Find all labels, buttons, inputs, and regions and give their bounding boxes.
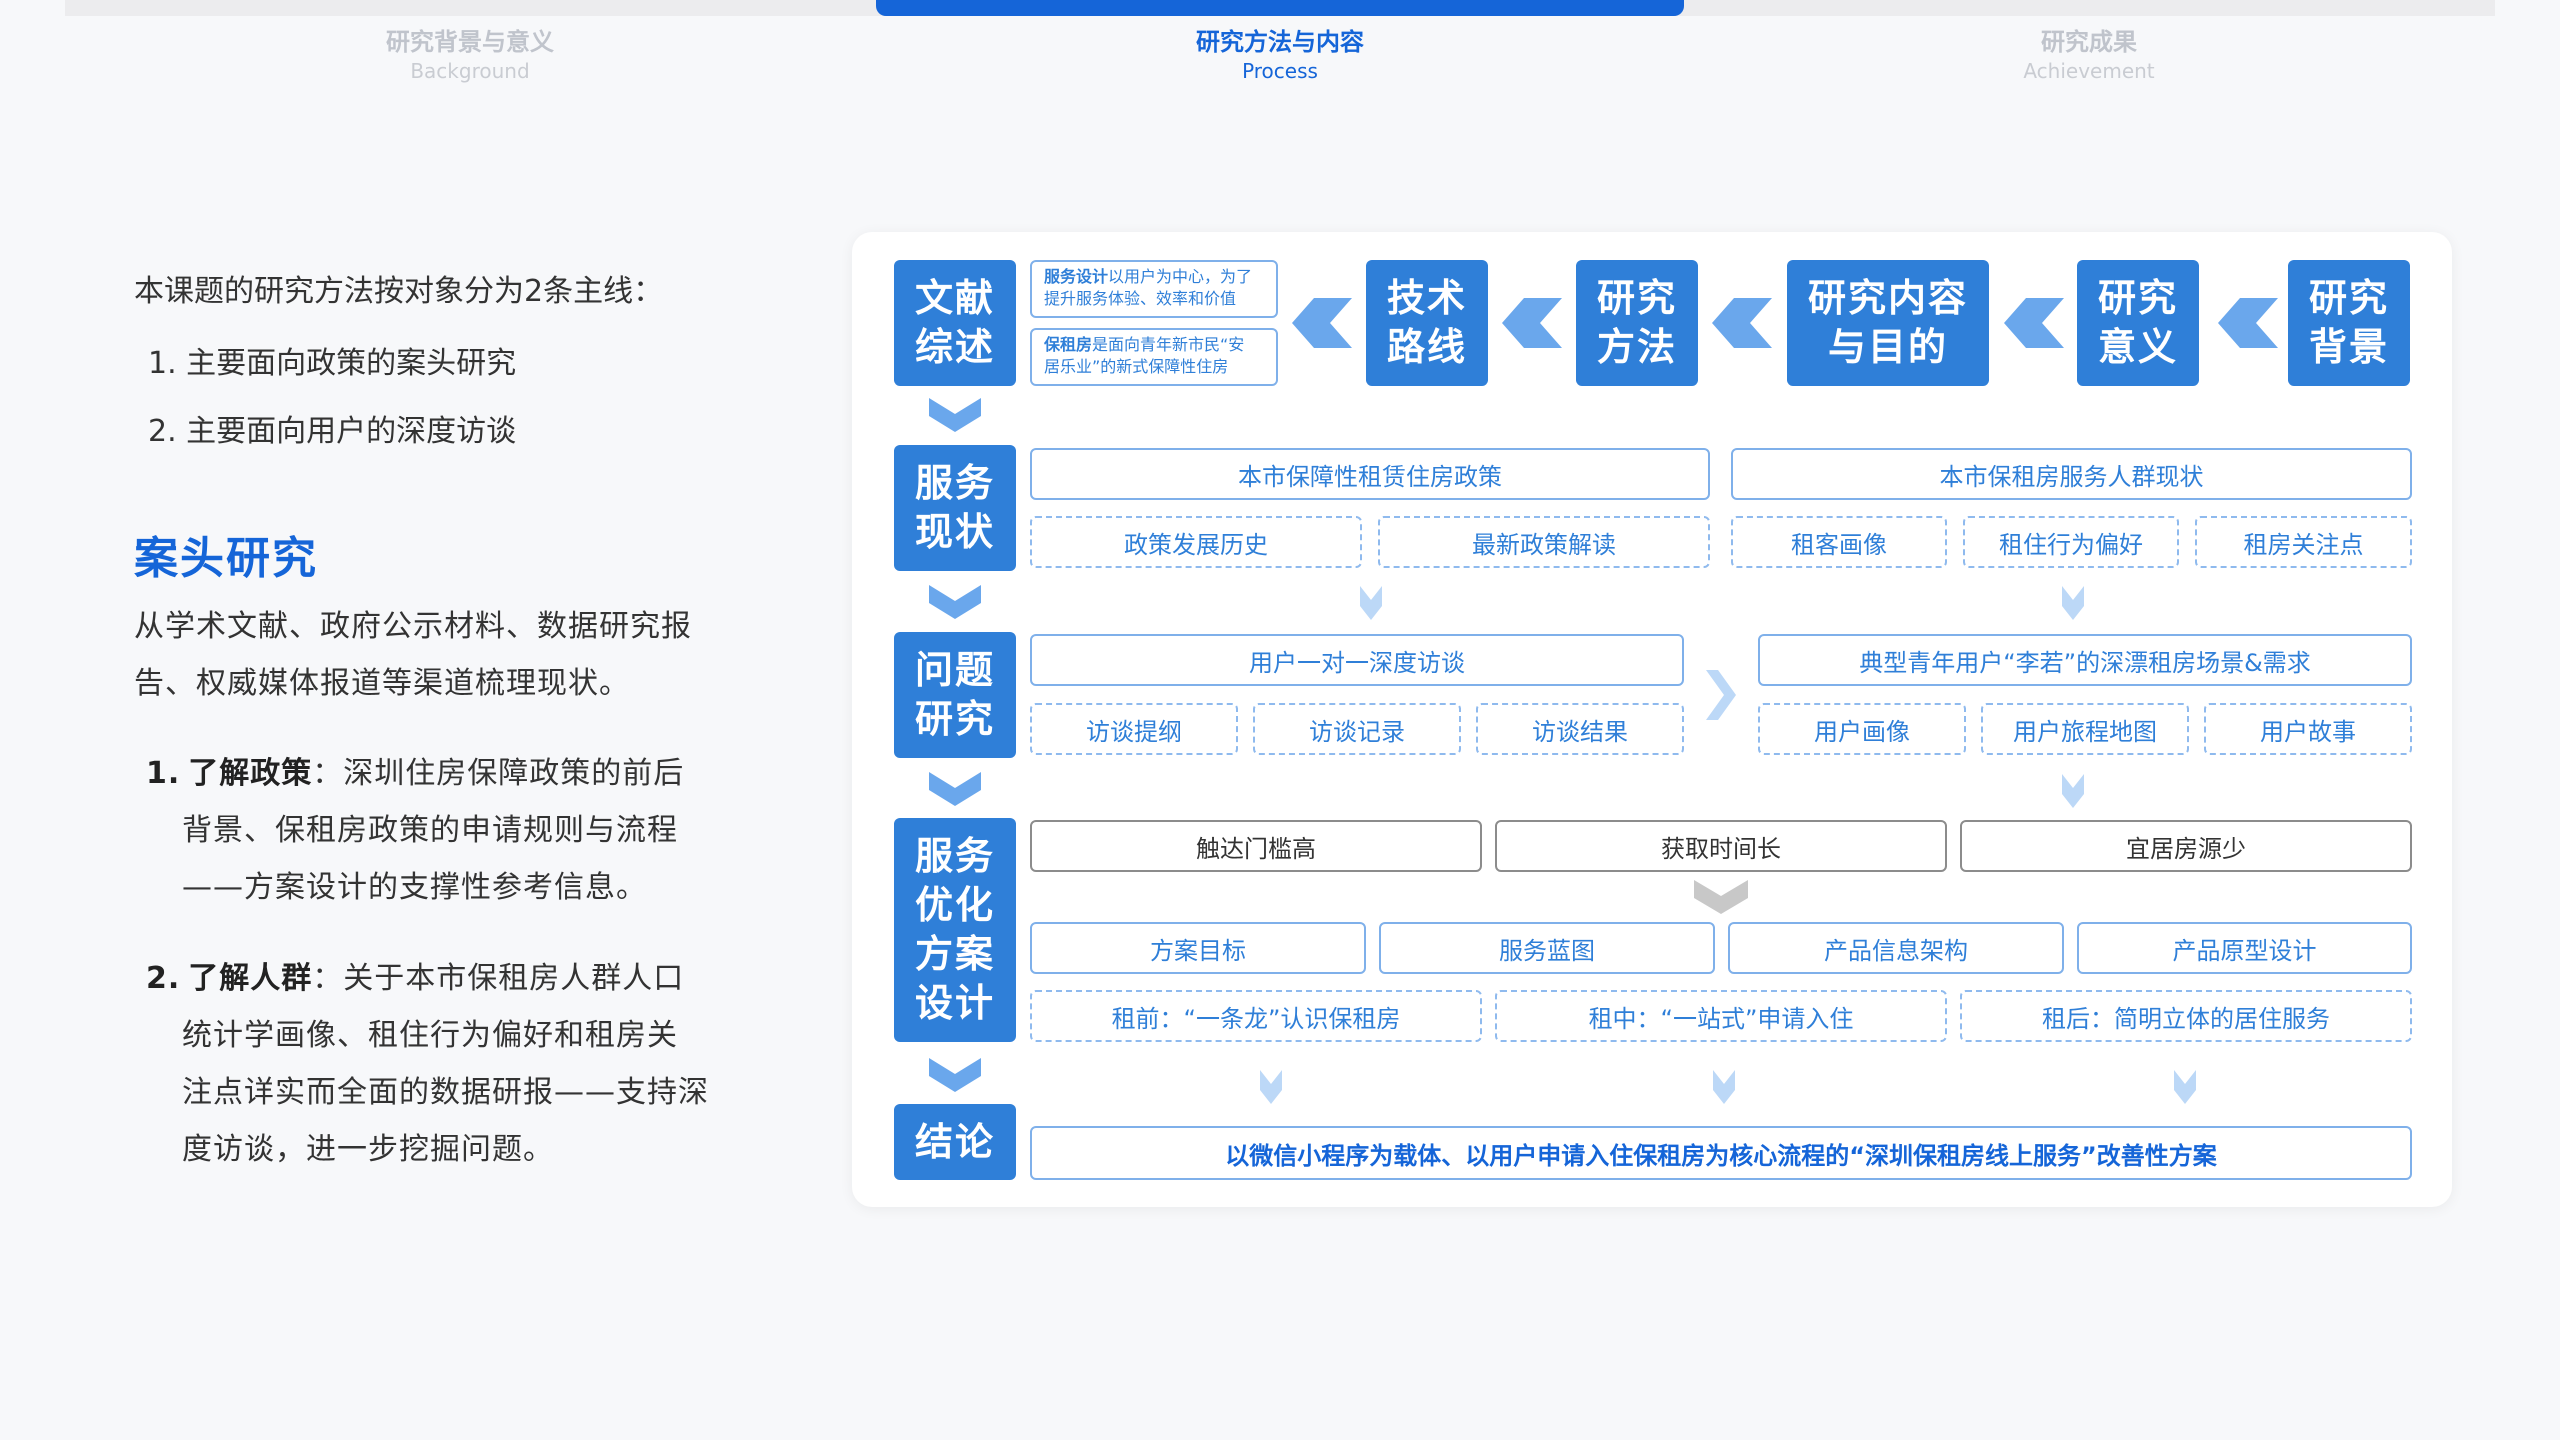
phase-box: 租后：简明立体的居住服务 <box>1960 990 2412 1042</box>
item-separator: ： <box>312 756 344 791</box>
item-label: 了解人群 <box>188 961 313 996</box>
tab-title: 研究方法与内容 <box>1196 28 1364 56</box>
item-label: 了解政策 <box>188 756 313 791</box>
item-separator: ： <box>312 961 344 996</box>
chevron-left-icon <box>1502 298 1562 348</box>
tab-title: 研究成果 <box>2041 28 2137 56</box>
arrow-down-icon <box>2062 774 2084 808</box>
interview-box: 用户一对一深度访谈 <box>1030 634 1684 686</box>
phase-box: 租前：“一条龙”认识保租房 <box>1030 990 1482 1042</box>
stage-conclusion: 结论 <box>894 1104 1016 1180</box>
item-line: 关于本市保租房人群人口 <box>343 961 685 996</box>
tab-subtitle: Achievement <box>2023 59 2155 83</box>
problem-box: 触达门槛高 <box>1030 820 1482 872</box>
chevron-left-icon <box>1712 298 1772 348</box>
chevron-left-icon <box>1292 298 1352 348</box>
stage-literature-review: 文献综述 <box>894 260 1016 386</box>
chevron-left-icon <box>2004 298 2064 348</box>
chevron-right-icon <box>1706 670 1736 720</box>
tab-background[interactable]: 研究背景与意义 Background <box>310 26 630 84</box>
tab-process[interactable]: 研究方法与内容 Process <box>1120 26 1440 84</box>
output-box: 服务蓝图 <box>1379 922 1715 974</box>
output-box: 方案目标 <box>1030 922 1366 974</box>
section-title: 案头研究 <box>134 533 318 584</box>
tab-subtitle: Background <box>410 59 530 83</box>
chevron-down-icon <box>929 585 981 619</box>
interview-sub-box: 访谈记录 <box>1253 703 1461 755</box>
policy-sub-box: 最新政策解读 <box>1378 516 1710 568</box>
tab-title: 研究背景与意义 <box>386 28 554 56</box>
item-number: 2. <box>146 961 181 996</box>
tab-subtitle: Process <box>1242 59 1318 83</box>
desc-line: 告、权威媒体报道等渠道梳理现状。 <box>134 666 630 701</box>
stage-service-status: 服务现状 <box>894 445 1016 571</box>
chevron-left-icon <box>2218 298 2278 348</box>
item-line: 统计学画像、租住行为偏好和租房关 <box>182 1018 678 1053</box>
problem-box: 宜居房源少 <box>1960 820 2412 872</box>
scenario-sub-box: 用户故事 <box>2204 703 2412 755</box>
arrow-down-icon <box>2174 1070 2196 1104</box>
note-service-design: 服务设计以用户为中心，为了 提升服务体验、效率和价值 <box>1030 260 1278 318</box>
intro-text: 本课题的研究方法按对象分为2条主线： <box>134 274 664 309</box>
scenario-sub-box: 用户旅程地图 <box>1981 703 2189 755</box>
people-sub-box: 租房关注点 <box>2195 516 2412 568</box>
status-policy-box: 本市保障性租赁住房政策 <box>1030 448 1710 500</box>
arrow-down-icon <box>2062 586 2084 620</box>
method-item: 2. 主要面向用户的深度访谈 <box>148 414 517 449</box>
flow-step-content: 研究内容与目的 <box>1787 260 1989 386</box>
interview-sub-box: 访谈提纲 <box>1030 703 1238 755</box>
arrow-down-icon <box>1713 1070 1735 1104</box>
arrow-down-icon <box>1360 586 1382 620</box>
chevron-down-icon <box>929 772 981 806</box>
problem-box: 获取时间长 <box>1495 820 1947 872</box>
flow-step-significance: 研究意义 <box>2077 260 2199 386</box>
phase-box: 租中：“一站式”申请入住 <box>1495 990 1947 1042</box>
output-box: 产品信息架构 <box>1728 922 2064 974</box>
stage-problem-research: 问题研究 <box>894 632 1016 758</box>
chevron-down-icon <box>929 1058 981 1092</box>
item-line: 深圳住房保障政策的前后 <box>343 756 685 791</box>
arrow-down-icon <box>1260 1070 1282 1104</box>
people-sub-box: 租住行为偏好 <box>1963 516 2179 568</box>
item-line: ——方案设计的支撑性参考信息。 <box>182 870 647 905</box>
research-item-people: 2.了解人群：关于本市保租房人群人口 统计学画像、租住行为偏好和租房关 注点详实… <box>146 950 746 1178</box>
item-line: 注点详实而全面的数据研报——支持深 <box>182 1075 709 1110</box>
item-line: 背景、保租房政策的申请规则与流程 <box>182 813 678 848</box>
research-item-policy: 1.了解政策：深圳住房保障政策的前后 背景、保租房政策的申请规则与流程 ——方案… <box>146 745 746 916</box>
interview-sub-box: 访谈结果 <box>1476 703 1684 755</box>
flow-step-route: 技术路线 <box>1366 260 1488 386</box>
item-number: 1. <box>146 756 181 791</box>
status-people-box: 本市保租房服务人群现状 <box>1731 448 2412 500</box>
flow-step-method: 研究方法 <box>1576 260 1698 386</box>
scenario-sub-box: 用户画像 <box>1758 703 1966 755</box>
scenario-box: 典型青年用户“李若”的深漂租房场景&需求 <box>1758 634 2412 686</box>
chevron-down-icon <box>929 398 981 432</box>
policy-sub-box: 政策发展历史 <box>1030 516 1362 568</box>
conclusion-box: 以微信小程序为载体、以用户申请入住保租房为核心流程的“深圳保租房线上服务”改善性… <box>1030 1126 2412 1180</box>
section-description: 从学术文献、政府公示材料、数据研究报 告、权威媒体报道等渠道梳理现状。 <box>134 598 734 712</box>
item-line: 度访谈，进一步挖掘问题。 <box>182 1132 554 1167</box>
people-sub-box: 租客画像 <box>1731 516 1947 568</box>
tab-achievement[interactable]: 研究成果 Achievement <box>1929 26 2249 84</box>
chevron-down-icon <box>1694 880 1748 914</box>
method-item: 1. 主要面向政策的案头研究 <box>148 346 517 381</box>
flow-step-background: 研究背景 <box>2288 260 2410 386</box>
stage-service-design: 服务优化方案设计 <box>894 818 1016 1042</box>
progress-strip-active <box>876 0 1684 16</box>
desc-line: 从学术文献、政府公示材料、数据研究报 <box>134 609 692 644</box>
output-box: 产品原型设计 <box>2077 922 2412 974</box>
note-affordable-rental: 保租房是面向青年新市民“安 居乐业”的新式保障性住房 <box>1030 328 1278 386</box>
